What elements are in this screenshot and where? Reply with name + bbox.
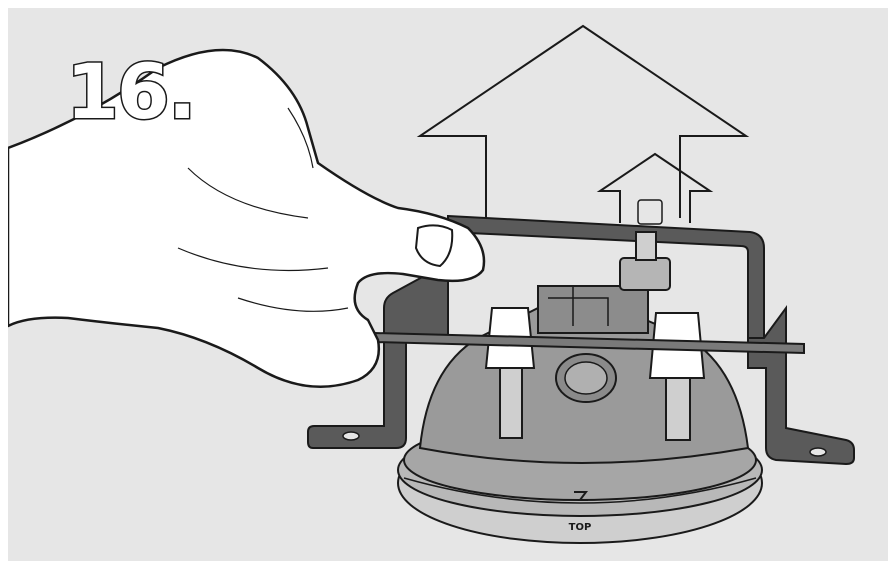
illustration-panel: TOP 16. <box>8 8 888 561</box>
small-up-arrow-icon <box>600 154 710 223</box>
knob-ghost <box>638 200 662 224</box>
top-cap <box>538 286 648 333</box>
right-clip-leg <box>666 378 690 440</box>
center-port-inner <box>565 362 607 394</box>
part-top-marking: TOP <box>569 522 592 533</box>
step-number: 16. <box>66 54 195 130</box>
knob-shaft <box>636 232 656 260</box>
large-up-arrow-icon <box>420 26 746 218</box>
rotary-knob <box>620 258 670 290</box>
left-clip-leg <box>500 368 522 438</box>
bracket-right-hole <box>810 448 826 456</box>
bracket-left-hole <box>343 432 359 440</box>
